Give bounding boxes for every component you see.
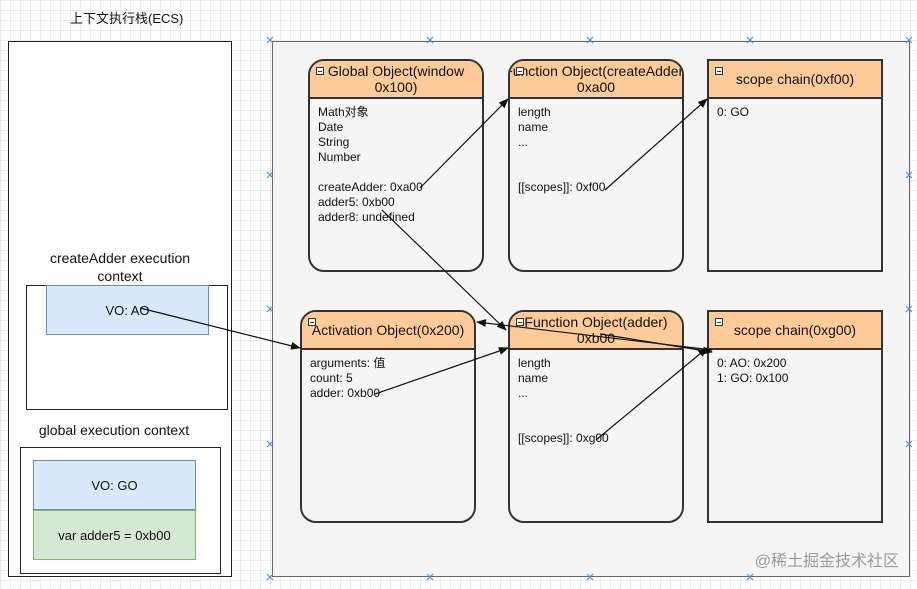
activation-object-node[interactable]: Activation Object(0x200) arguments: 值 co…	[300, 310, 476, 523]
create-adder-context-label: createAdder execution context	[49, 250, 191, 284]
function-create-adder-node[interactable]: Function Object(createAdder) 0xa00 lengt…	[508, 59, 684, 272]
scope-chain-f00-props: 0: GO	[717, 105, 750, 119]
global-vo[interactable]: VO: GO	[33, 460, 196, 510]
global-object-node[interactable]: Global Object(window 0x100) Math对象 Date …	[308, 59, 484, 272]
collapse-icon[interactable]	[516, 67, 524, 75]
collapse-icon[interactable]	[516, 318, 524, 326]
global-object-title: Global Object(window 0x100)	[327, 63, 465, 95]
collapse-icon[interactable]	[715, 67, 723, 75]
collapse-icon[interactable]	[316, 67, 324, 75]
scope-chain-g00-title: scope chain(0xg00)	[733, 322, 857, 338]
arrow-scope-go	[599, 333, 713, 355]
function-adder-props: length name ... [[scopes]]: 0xg00	[518, 356, 609, 445]
ecs-title: 上下文执行栈(ECS)	[70, 11, 184, 26]
function-adder-node[interactable]: Function Object(adder) 0xb00 length name…	[508, 310, 684, 523]
function-adder-title: Function Object(adder) 0xb00	[524, 314, 668, 346]
watermark: @稀土掘金技术社区	[754, 553, 899, 570]
scope-chain-f00-title: scope chain(0xf00)	[735, 71, 855, 87]
global-var-adder5[interactable]: var adder5 = 0xb00	[33, 510, 196, 560]
collapse-icon[interactable]	[715, 318, 723, 326]
scope-chain-g00-node[interactable]: scope chain(0xg00) 0: AO: 0x200 1: GO: 0…	[707, 310, 883, 523]
connection-handles	[266, 36, 913, 581]
arrow-adder5-ref	[381, 209, 507, 331]
global-context-label: global execution context	[38, 422, 190, 438]
arrow-createAdder-ref	[419, 98, 509, 189]
arrow-scopes-f00	[604, 98, 708, 191]
scope-chain-g00-props: 0: AO: 0x200 1: GO: 0x100	[717, 356, 789, 385]
arrow-ao-ref	[139, 307, 301, 350]
arrow-scopes-g00	[595, 347, 708, 441]
activation-object-title: Activation Object(0x200)	[311, 322, 465, 338]
arrow-adder-ref	[374, 347, 509, 395]
activation-object-props: arguments: 值 count: 5 adder: 0xb00	[310, 356, 386, 400]
collapse-icon[interactable]	[308, 318, 316, 326]
function-create-adder-props: length name ... [[scopes]]: 0xf00	[518, 105, 606, 194]
scope-chain-f00-node[interactable]: scope chain(0xf00) 0: GO	[707, 59, 883, 272]
create-adder-vo[interactable]: VO: AO	[46, 285, 209, 335]
